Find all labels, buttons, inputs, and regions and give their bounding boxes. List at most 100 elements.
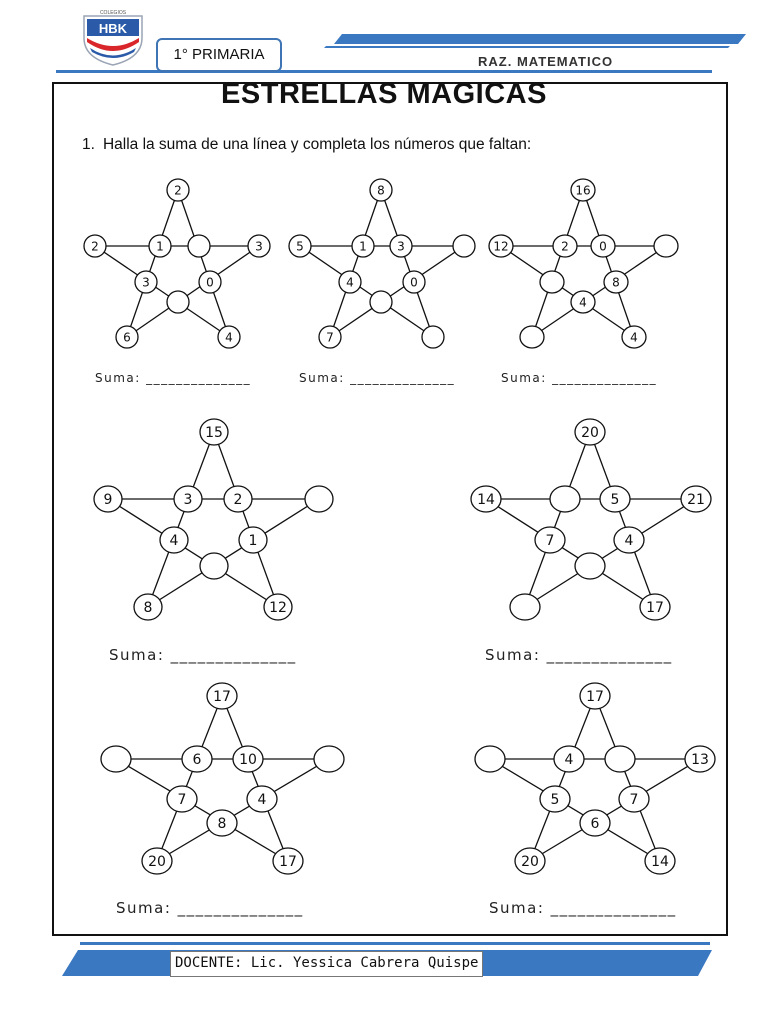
node-value: 1 (249, 533, 258, 549)
empty-number-circle[interactable] (421, 325, 445, 349)
star-line (94, 245, 230, 338)
svg-text:COLEGIOS: COLEGIOS (100, 10, 127, 16)
empty-number-circle[interactable] (452, 234, 476, 258)
node-value: 12 (493, 239, 508, 253)
number-circle: 2 (166, 178, 190, 202)
node-value: 1 (156, 239, 164, 253)
star-line (177, 189, 230, 338)
node-value: 5 (551, 792, 560, 808)
node-value: 12 (269, 600, 287, 616)
node-value: 7 (326, 330, 334, 344)
number-circle: 17 (206, 682, 238, 710)
empty-number-circle[interactable] (166, 290, 190, 314)
empty-number-circle[interactable] (313, 745, 345, 773)
node-value: 20 (148, 854, 166, 870)
number-circle: 8 (133, 593, 163, 621)
empty-number-circle[interactable] (549, 485, 581, 513)
number-circle: 15 (199, 418, 229, 446)
instruction: 1.Halla la suma de una línea y completa … (82, 136, 531, 154)
number-circle: 3 (173, 485, 203, 513)
number-circle: 0 (198, 270, 222, 294)
node-value: 4 (565, 752, 574, 768)
star-line (126, 245, 260, 338)
teacher-name: DOCENTE: Lic. Yessica Cabrera Quispe (170, 951, 484, 977)
star-line (531, 245, 667, 338)
number-circle: 21 (680, 485, 712, 513)
number-circle: 9 (93, 485, 123, 513)
number-circle: 6 (115, 325, 139, 349)
empty-number-circle[interactable] (187, 234, 211, 258)
number-circle: 3 (134, 270, 158, 294)
node-value: 2 (174, 183, 182, 197)
star-line (147, 498, 320, 608)
star-line (329, 189, 382, 338)
magic-star-5: 20 14 5 21 7 4 17 (470, 418, 712, 621)
star-line (221, 695, 289, 862)
node-value: 14 (651, 854, 669, 870)
star-line (107, 498, 279, 608)
empty-number-circle[interactable] (539, 270, 565, 294)
number-circle: 7 (618, 785, 650, 813)
number-circle: 3 (247, 234, 271, 258)
number-circle: 4 (338, 270, 362, 294)
node-value: 2 (91, 239, 99, 253)
number-circle: 0 (402, 270, 426, 294)
number-circle: 17 (579, 682, 611, 710)
empty-number-circle[interactable] (100, 745, 132, 773)
suma-star-6: Suma: ______________ (116, 899, 304, 917)
number-circle: 5 (288, 234, 312, 258)
empty-number-circle[interactable] (304, 485, 334, 513)
node-value: 5 (611, 492, 620, 508)
number-circle: 16 (570, 178, 596, 202)
suma-star-7: Suma: ______________ (489, 899, 677, 917)
number-circle: 12 (263, 593, 293, 621)
empty-number-circle[interactable] (509, 593, 541, 621)
star-line (126, 189, 179, 338)
node-value: 3 (397, 239, 405, 253)
node-value: 4 (346, 275, 354, 289)
empty-number-circle[interactable] (574, 552, 606, 580)
star-line (589, 431, 656, 608)
number-circle: 8 (603, 270, 629, 294)
magic-star-1: 2 2 1 3 3 0 6 4 (83, 178, 271, 349)
star-line (380, 189, 434, 338)
node-value: 0 (410, 275, 418, 289)
node-value: 8 (612, 275, 620, 289)
node-value: 6 (591, 816, 600, 832)
node-value: 4 (225, 330, 233, 344)
suma-star-1: Suma: ______________ (95, 371, 252, 385)
node-value: 13 (691, 752, 709, 768)
number-circle: 8 (369, 178, 393, 202)
star-line (115, 758, 289, 862)
empty-number-circle[interactable] (369, 290, 393, 314)
number-circle: 4 (613, 526, 645, 554)
empty-number-circle[interactable] (653, 234, 679, 258)
node-value: 8 (144, 600, 153, 616)
number-circle: 14 (644, 847, 676, 875)
empty-number-circle[interactable] (604, 745, 636, 773)
node-value: 17 (279, 854, 297, 870)
empty-number-circle[interactable] (519, 325, 545, 349)
node-value: 5 (296, 239, 304, 253)
svg-text:HBK: HBK (99, 21, 128, 36)
node-value: 7 (630, 792, 639, 808)
star-line (582, 189, 635, 338)
school-logo: HBK COLEGIOS (83, 10, 143, 66)
star-line (213, 431, 279, 608)
empty-number-circle[interactable] (474, 745, 506, 773)
node-value: 7 (546, 533, 555, 549)
suma-star-2: Suma: ______________ (299, 371, 456, 385)
number-circle: 14 (470, 485, 502, 513)
node-value: 20 (581, 425, 599, 441)
node-value: 17 (646, 600, 664, 616)
number-circle: 7 (318, 325, 342, 349)
number-circle: 3 (389, 234, 413, 258)
node-value: 6 (123, 330, 131, 344)
star-line (329, 245, 465, 338)
number-circle: 8 (206, 809, 238, 837)
empty-number-circle[interactable] (199, 552, 229, 580)
number-circle: 2 (83, 234, 107, 258)
page-title: ESTRELLAS MAGICAS (221, 78, 547, 110)
